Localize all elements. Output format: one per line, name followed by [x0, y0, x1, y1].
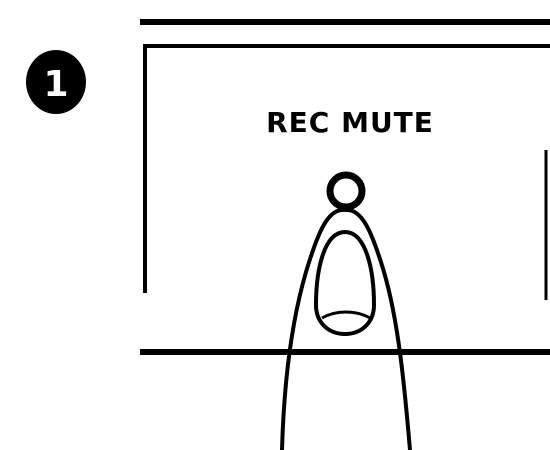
- step-marker: 1: [26, 50, 86, 114]
- fingernail: [316, 232, 374, 334]
- finger-outline: [282, 210, 410, 450]
- rec-mute-label: REC MUTE: [266, 106, 434, 139]
- step-number: 1: [43, 64, 68, 105]
- control-panel-frame: [145, 46, 550, 293]
- pointing-finger-icon: [282, 210, 410, 450]
- rec-mute-button[interactable]: [330, 175, 362, 207]
- nail-tip: [322, 312, 370, 318]
